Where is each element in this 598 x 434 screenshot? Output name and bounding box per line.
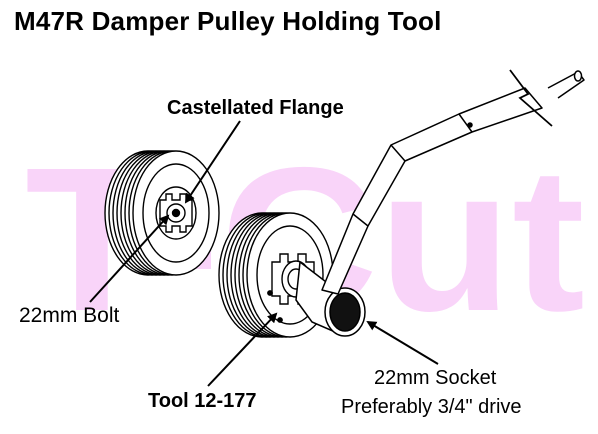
callout-arrows: [89, 120, 439, 387]
label-socket-drive: Preferably 3/4" drive: [341, 396, 522, 418]
label-22mm-socket: 22mm Socket: [374, 367, 497, 389]
arrow-socket: [366, 320, 439, 365]
left-damper-pulley: [104, 150, 220, 276]
arrow-bolt: [89, 214, 170, 303]
break-symbol: [509, 69, 553, 127]
arrow-tool: [207, 312, 278, 387]
page-title: M47R Damper Pulley Holding Tool: [14, 6, 442, 36]
label-castellated-flange: Castellated Flange: [167, 97, 344, 119]
arrow-castellated-flange: [184, 120, 241, 204]
label-22mm-bolt: 22mm Bolt: [19, 304, 120, 327]
socket-22mm: [295, 260, 366, 337]
label-tool-12-177: Tool 12-177: [148, 390, 257, 412]
tbar-handle: [321, 70, 585, 295]
